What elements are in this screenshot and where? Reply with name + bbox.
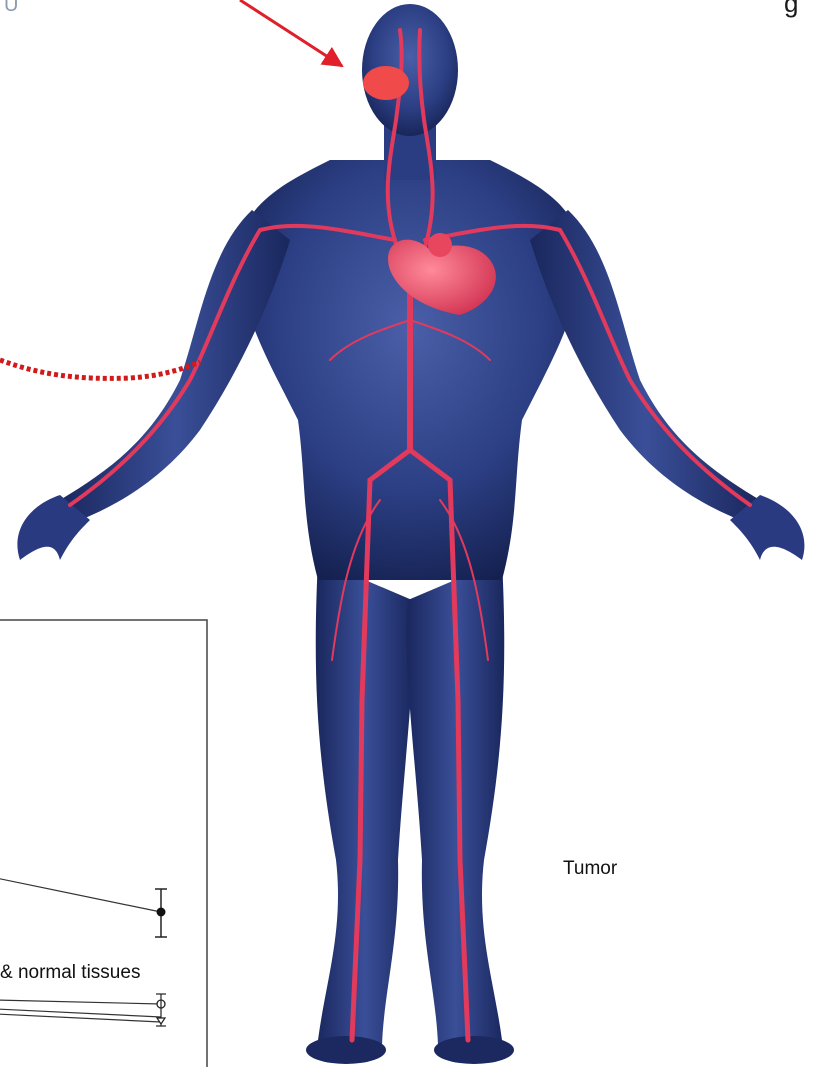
corner-text-left: U	[4, 0, 18, 17]
aortic-arch	[428, 233, 452, 257]
corner-text-right: g	[784, 0, 798, 19]
chart-inset	[0, 620, 207, 1067]
normal-series-label: & normal tissues	[0, 962, 140, 984]
dotted-connector	[0, 360, 200, 378]
tumor-series-label: Tumor	[563, 858, 617, 880]
tumor-data-point	[157, 908, 166, 917]
tumor-marker	[363, 66, 409, 100]
pointer-arrow	[240, 0, 342, 66]
chart-frame	[0, 620, 207, 1067]
